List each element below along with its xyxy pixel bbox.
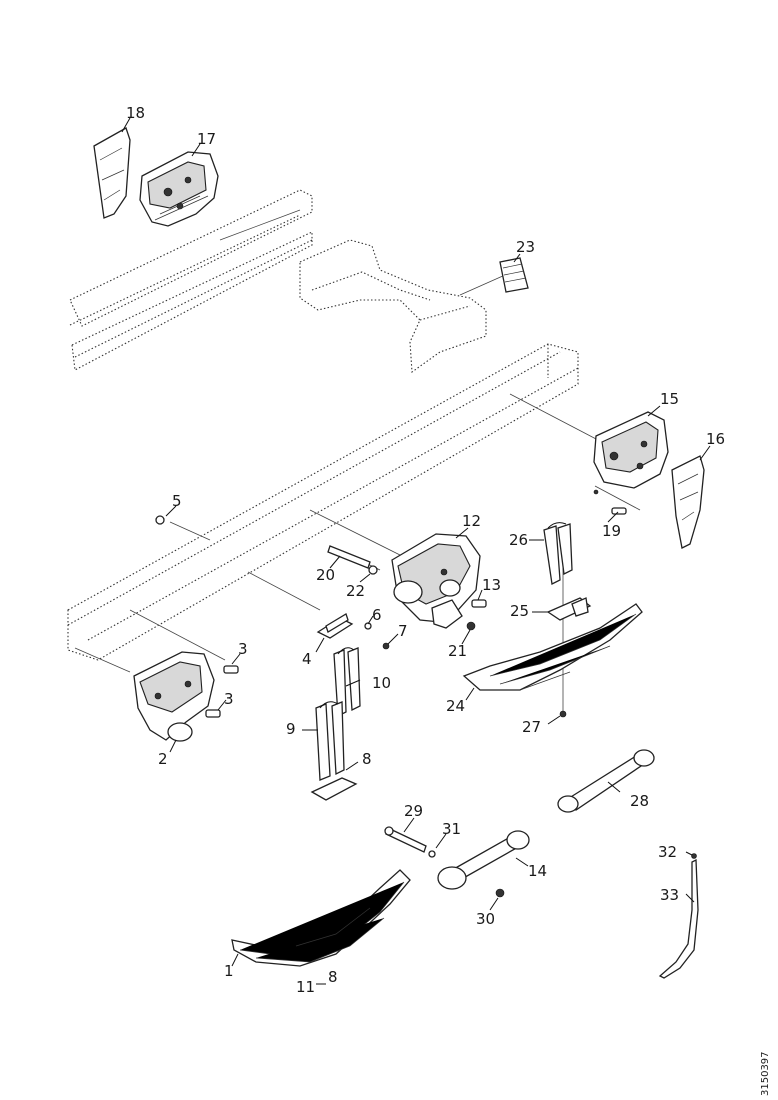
leaf-spring-1 [231, 869, 411, 967]
bolt-3-lower [205, 709, 221, 718]
cross-member [299, 239, 487, 374]
u-bolt-9 [315, 701, 345, 781]
nut-21 [466, 621, 476, 631]
callout-27: 27 [522, 718, 541, 736]
callout-6: 6 [372, 606, 382, 624]
trunnion-bracket-12 [391, 533, 481, 629]
main-frame-rail [67, 343, 579, 661]
callout-21: 21 [448, 642, 467, 660]
torque-rod-28 [557, 749, 655, 813]
nut-7 [382, 642, 390, 650]
callout-4: 4 [302, 650, 312, 668]
seat-25 [546, 597, 592, 621]
callout-28: 28 [630, 792, 649, 810]
callout-15: 15 [660, 390, 679, 408]
callout-29: 29 [404, 802, 423, 820]
bolt-3-upper [223, 665, 239, 674]
bolt-13 [471, 599, 487, 608]
washer-31 [428, 850, 436, 858]
bolt-19 [593, 489, 627, 515]
callout-33: 33 [660, 886, 679, 904]
callout-30: 30 [476, 910, 495, 928]
callout-23: 23 [516, 238, 535, 256]
callout-31: 31 [442, 820, 461, 838]
seat-8 [310, 777, 358, 801]
leaf-spring-24 [462, 603, 643, 718]
bracket-16 [671, 455, 705, 549]
callout-16: 16 [706, 430, 725, 448]
callout-22: 22 [346, 582, 365, 600]
callout-3-lower: 3 [224, 690, 234, 708]
washer-6 [364, 622, 372, 630]
callout-11-secondary: 8 [328, 968, 338, 986]
callout-14: 14 [528, 862, 547, 880]
bolt-32 [691, 853, 697, 859]
callout-25: 25 [510, 602, 529, 620]
callout-19: 19 [602, 522, 621, 540]
plate-23 [499, 257, 529, 293]
callout-2: 2 [158, 750, 168, 768]
nut-30 [495, 888, 505, 898]
callout-9: 9 [286, 720, 296, 738]
callout-26: 26 [509, 531, 528, 549]
document-id: 3150397 [760, 1051, 771, 1096]
bracket-18 [93, 127, 131, 219]
assembly-lines [74, 209, 641, 715]
callout-5: 5 [172, 492, 182, 510]
leader-lines [121, 117, 711, 985]
callout-7: 7 [398, 622, 408, 640]
washer-22 [368, 565, 378, 575]
callout-20: 20 [316, 566, 335, 584]
bolt-5 [155, 515, 165, 525]
bolt-29 [384, 826, 427, 853]
callout-17: 17 [197, 130, 216, 148]
callout-18: 18 [126, 104, 145, 122]
callout-11: 11 [296, 978, 315, 996]
u-bolt-10 [333, 647, 361, 718]
callout-10: 10 [372, 674, 391, 692]
spring-hanger-17 [139, 151, 219, 227]
callout-8: 8 [362, 750, 372, 768]
bolt-20 [327, 545, 371, 569]
spring-hanger-15 [593, 411, 669, 489]
callout-13: 13 [482, 576, 501, 594]
plate-4 [316, 613, 354, 639]
spring-hanger-2 [133, 651, 215, 742]
torque-rod-14 [437, 830, 530, 890]
u-bolt-26 [543, 522, 573, 585]
callout-labels: 18 17 23 15 16 5 19 12 26 20 22 13 25 6 … [126, 104, 725, 996]
callout-12: 12 [462, 512, 481, 530]
callout-24: 24 [446, 697, 465, 715]
callout-32: 32 [658, 843, 677, 861]
callout-1: 1 [224, 962, 234, 980]
upper-frame-rail [69, 189, 313, 371]
callout-3-upper: 3 [238, 640, 248, 658]
rod-33 [658, 858, 699, 979]
